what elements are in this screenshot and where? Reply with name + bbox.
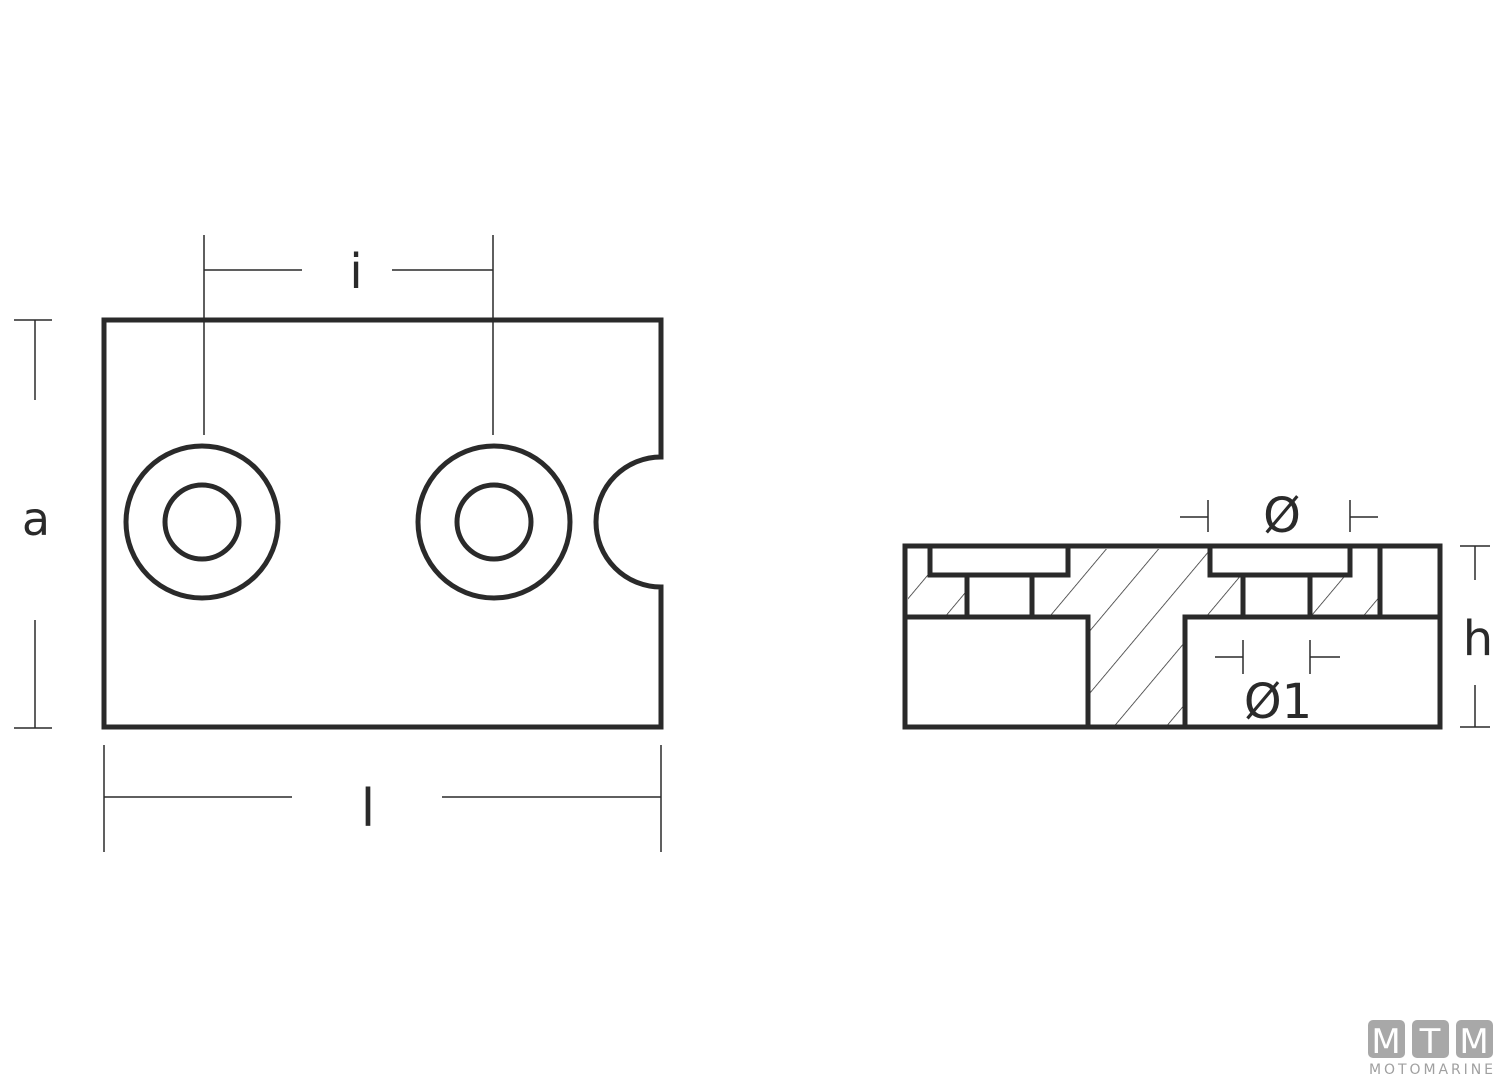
dimension-i [203,235,494,435]
label-i: i [349,244,362,300]
logo-letter-m2: M [1459,1022,1488,1062]
anode-outline [101,317,664,730]
logo-letter-m1: M [1371,1022,1400,1062]
hole-left-outer [123,443,281,601]
hole-left-inner [162,482,242,562]
label-diameter: Ø [1263,488,1301,544]
left-step [964,575,1035,617]
hole-right-inner [454,482,534,562]
top-view [14,235,664,852]
dimension-l [103,745,662,852]
label-a: a [22,492,50,546]
label-h: h [1463,611,1493,667]
dimension-diameter [1180,500,1378,532]
section-view [902,500,1490,730]
dimension-diameter-1 [1215,640,1340,674]
dimension-a [14,319,52,729]
dimension-h [1460,545,1490,728]
motomarine-logo: M T M MOTOMARINE [1368,1020,1493,1078]
label-diameter-1: Ø1 [1244,674,1312,730]
label-l: l [361,779,375,839]
section-hatching [908,549,1380,727]
right-recess [1207,546,1353,578]
logo-letter-t: T [1419,1022,1441,1062]
logo-name: MOTOMARINE [1369,1062,1493,1078]
right-step [1240,575,1313,617]
section-outline [902,543,1443,730]
left-recess [927,546,1071,578]
hole-right-outer [415,443,573,601]
